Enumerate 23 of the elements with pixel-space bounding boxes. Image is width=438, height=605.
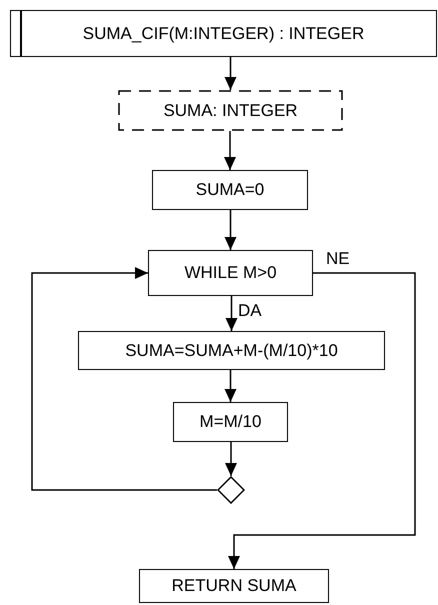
arrow bbox=[31, 267, 217, 491]
box-text: SUMA_CIF(M:INTEGER) : INTEGER bbox=[82, 22, 364, 44]
box-text: SUMA=SUMA+M-(M/10)*10 bbox=[125, 340, 338, 362]
box-text: RETURN SUMA bbox=[172, 575, 296, 597]
arrow bbox=[224, 370, 236, 402]
arrow bbox=[226, 296, 238, 331]
arrow bbox=[224, 131, 236, 170]
box-text: SUMA=0 bbox=[196, 179, 264, 201]
box-text: SUMA: INTEGER bbox=[163, 100, 298, 122]
arrow bbox=[225, 442, 237, 476]
box-text: M=M/10 bbox=[200, 411, 262, 433]
declaration-box bbox=[118, 90, 343, 131]
process-box bbox=[148, 250, 313, 296]
arrow bbox=[224, 57, 236, 90]
procedure-box bbox=[10, 10, 437, 57]
process-box bbox=[152, 170, 308, 210]
diamond-node bbox=[217, 476, 245, 504]
box-text: WHILE M>0 bbox=[184, 262, 277, 284]
process-box bbox=[173, 402, 288, 442]
arrow bbox=[228, 272, 416, 569]
process-box bbox=[78, 331, 385, 370]
process-box bbox=[139, 569, 329, 603]
arrow bbox=[224, 210, 236, 250]
